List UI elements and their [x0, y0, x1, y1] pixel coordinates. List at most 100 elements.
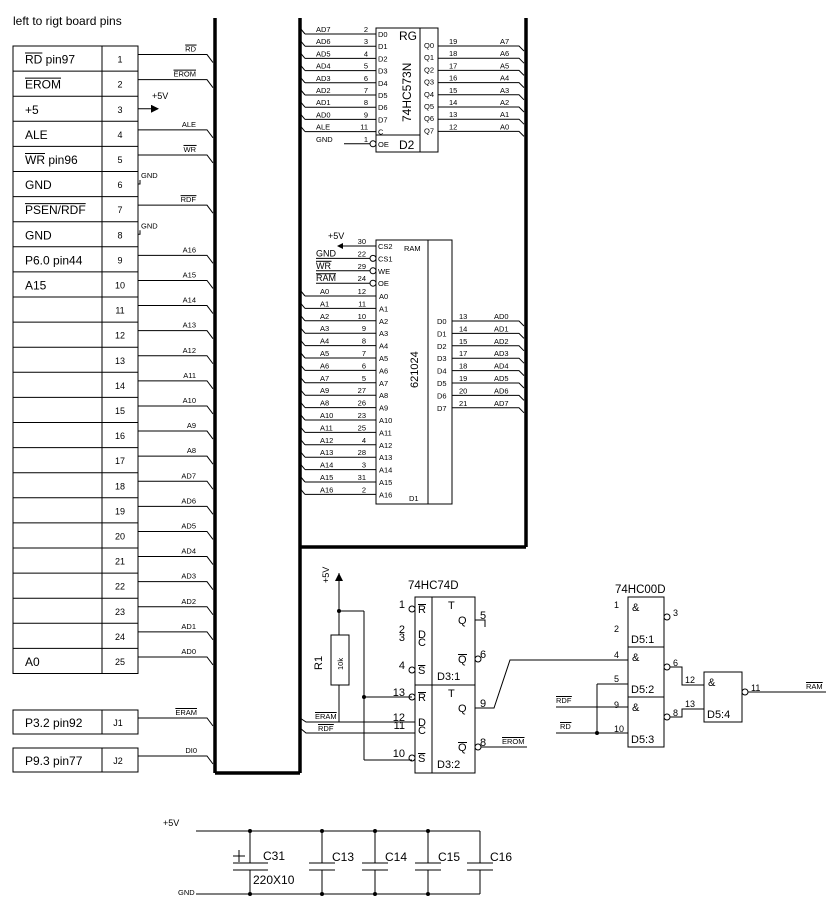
bus-entry [438, 106, 525, 113]
cap-ref: C14 [385, 850, 407, 864]
net-label: RD [185, 45, 196, 54]
net-label: AD7 [316, 25, 331, 34]
inversion-bubble [369, 267, 377, 275]
net-label: A14 [320, 461, 333, 470]
bus-entry [299, 376, 306, 384]
ram-pin: A8 [379, 391, 388, 400]
pin-number: 23 [115, 607, 125, 617]
nand-ref: D5:1 [631, 634, 654, 646]
pin-number: 7 [362, 349, 366, 358]
nand-74hc00d: 74HC00D&D5:1123&D5:2456&D5:39108&D5:4121… [556, 584, 826, 748]
net-label: A11 [320, 423, 333, 432]
ram-pin: D1 [437, 329, 447, 338]
latch-pin: Q5 [424, 102, 434, 111]
net-label: RD [560, 722, 571, 731]
pin-number: 1 [364, 135, 368, 144]
bus-entry [138, 380, 214, 390]
pin-number: 11 [360, 123, 368, 132]
ram-pin: A15 [379, 478, 392, 487]
pin-number: 21 [115, 557, 125, 567]
bus-entry [138, 405, 214, 415]
inversion-bubble [408, 666, 416, 674]
junction-dot [320, 892, 324, 896]
pin-number: 3 [364, 37, 368, 46]
bus-entry [438, 118, 525, 125]
latch-name: 74HC573N [400, 63, 414, 122]
net-label: RDF [181, 195, 197, 204]
bus-entry [138, 717, 214, 727]
ff-pin: C [418, 725, 426, 737]
board-bus-outline [213, 18, 528, 775]
bus-entry [138, 455, 214, 465]
pin-number: 2 [362, 485, 366, 494]
pin-number: 13 [459, 312, 467, 321]
pin-number: 15 [115, 406, 125, 416]
wire [670, 708, 704, 718]
net-label: A11 [183, 371, 196, 380]
nand-symbol: & [708, 677, 716, 689]
supply-label: +5V [152, 91, 168, 101]
inversion-bubble [369, 279, 377, 287]
net-label: AD2 [316, 86, 331, 95]
pin-number: 4 [614, 650, 619, 660]
ram-pin: A7 [379, 379, 388, 388]
ram-pin: A10 [379, 416, 392, 425]
gnd-stub [138, 230, 141, 235]
bus-entry [452, 357, 525, 364]
net-label: AD6 [181, 496, 196, 505]
net-label: A7 [500, 37, 509, 46]
pin-number: 12 [115, 331, 125, 341]
pin-label: A0 [25, 655, 40, 669]
net-label: A15 [183, 270, 196, 279]
pin-number: 1 [399, 599, 405, 611]
pin-number: 3 [399, 632, 405, 644]
ff-pin: S [418, 665, 425, 677]
net-label: RDF [318, 724, 334, 733]
latch-pin: D3 [378, 67, 388, 76]
net-label: AD3 [181, 572, 196, 581]
nand-ref: D5:4 [707, 709, 730, 721]
ram-pin: D2 [437, 342, 447, 351]
net-label: ERAM [175, 708, 197, 717]
bus-entry [299, 351, 306, 359]
ff-ref: D3:2 [437, 759, 460, 771]
pin-label: A15 [25, 278, 47, 292]
inversion-bubble [663, 663, 671, 671]
net-label: A2 [320, 312, 329, 321]
ff-pin: S [418, 753, 425, 765]
pin-number: 25 [358, 423, 366, 432]
pin-number: 22 [115, 582, 125, 592]
latch-pin: Q2 [424, 65, 434, 74]
pin-label: +5 [25, 103, 39, 117]
net-label: A16 [183, 245, 196, 254]
ground-label: GND [178, 888, 195, 897]
net-label: RAM [316, 273, 336, 283]
ff-type: T [448, 688, 455, 700]
bus-entry [138, 631, 214, 641]
net-label: A5 [500, 61, 509, 70]
pin-number: 5 [614, 674, 619, 684]
pin-number: 9 [480, 698, 486, 710]
inversion-bubble [663, 613, 671, 621]
pin-number: 21 [459, 399, 467, 408]
resistor-body [330, 634, 350, 686]
resistor-value: 10k [336, 658, 345, 670]
bus-entry [299, 302, 306, 309]
pin-number: 9 [117, 255, 122, 265]
pin-number: 10 [393, 748, 405, 760]
pin-number: 6 [117, 180, 122, 190]
wire [475, 619, 486, 627]
bus-entry [138, 556, 214, 565]
pin-number: 1 [117, 55, 122, 65]
nand-symbol: & [632, 652, 640, 664]
bus-entry [452, 407, 525, 414]
bus-entry [138, 154, 214, 164]
ram-pin: A5 [379, 354, 388, 363]
latch-pin: D2 [378, 54, 388, 63]
pin-number: 17 [449, 61, 457, 70]
net-label: AD4 [181, 547, 196, 556]
nand-symbol: & [632, 702, 640, 714]
net-label: AD4 [494, 362, 509, 371]
pin-number: 19 [449, 37, 457, 46]
